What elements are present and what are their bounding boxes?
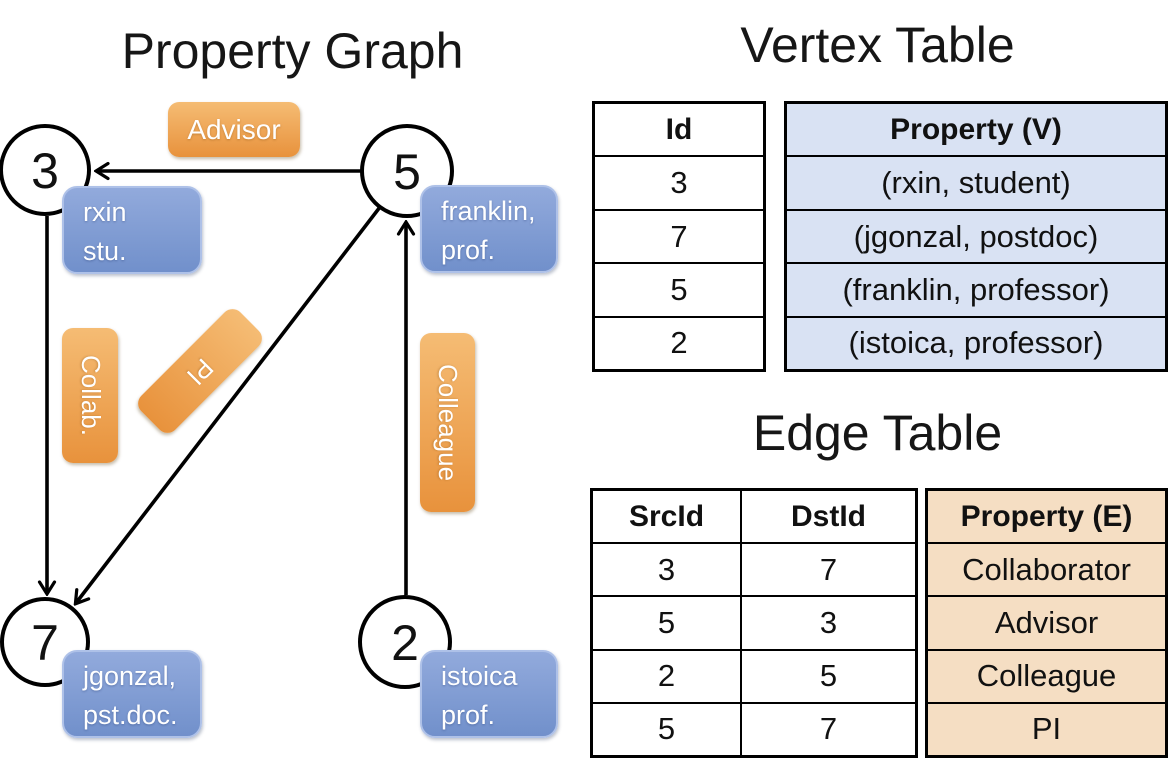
vertex-table-id-cell: 5: [595, 262, 763, 315]
edge-label-collab: Collab.: [62, 328, 118, 463]
vertex-table-title: Vertex Table: [740, 17, 1015, 73]
vertex-box-istoica-line1: istoica: [441, 661, 518, 691]
edge-table-dst-cell: 3: [742, 595, 915, 648]
edge-label-collab-text: Collab.: [75, 355, 106, 436]
edge-5-to-7-pi: [76, 205, 382, 603]
vertex-table-id-column: Id 3 7 5 2: [592, 101, 766, 372]
edge-table-src-cell: 2: [593, 648, 740, 702]
edge-table-property-cell: PI: [928, 701, 1165, 755]
vertex-box-franklin-line1: franklin,: [441, 196, 536, 226]
edge-table-property-cell: Collaborator: [928, 542, 1165, 595]
node-id-3: 3: [31, 143, 59, 199]
edge-table-dst-header: DstId: [791, 499, 866, 533]
edge-table-dst-column: DstId 7 3 5 7: [740, 491, 915, 755]
edge-label-advisor-text: Advisor: [187, 113, 281, 145]
node-id-5: 5: [393, 144, 421, 200]
vertex-table-property-cell: (jgonzal, postdoc): [787, 208, 1165, 262]
edge-table-dst-cell: 7: [742, 701, 915, 755]
vertex-box-franklin: franklin, prof.: [420, 185, 558, 273]
edge-label-colleague: Colleague: [420, 333, 475, 512]
vertex-table-property-column: Property (V) (rxin, student) (jgonzal, p…: [784, 101, 1168, 372]
edge-label-pi-text: PI: [181, 352, 220, 391]
vertex-table-id-cell: 2: [595, 315, 763, 369]
edge-table-title: Edge Table: [752, 405, 1003, 461]
edge-table-src-header: SrcId: [628, 499, 705, 533]
vertex-table-id-header: Id: [665, 112, 693, 146]
edge-table-src-cell: 5: [593, 595, 740, 648]
vertex-box-istoica-line2: prof.: [441, 700, 496, 730]
vertex-table-property-header: Property (V): [890, 112, 1062, 146]
node-id-2: 2: [391, 615, 419, 671]
vertex-box-jgonzal: jgonzal, pst.doc.: [62, 650, 202, 738]
edge-table-src-column: SrcId 3 5 2 5: [593, 491, 740, 755]
vertex-box-rxin-line1: rxin: [83, 197, 127, 227]
edge-table-dst-cell: 5: [742, 648, 915, 702]
edge-label-advisor: Advisor: [168, 102, 300, 157]
vertex-box-istoica: istoica prof.: [420, 650, 558, 738]
node-id-7: 7: [31, 615, 59, 671]
vertex-box-rxin: rxin stu.: [62, 186, 202, 274]
vertex-table-property-cell: (rxin, student): [787, 155, 1165, 208]
edge-table-property-header: Property (E): [960, 499, 1133, 533]
edge-table-property-column: Property (E) Collaborator Advisor Collea…: [925, 488, 1168, 758]
edge-table-property-cell: Advisor: [928, 595, 1165, 648]
vertex-table-property-cell: (istoica, professor): [787, 315, 1165, 369]
vertex-box-franklin-line2: prof.: [441, 235, 496, 265]
edge-table-dst-cell: 7: [742, 542, 915, 595]
vertex-table-property-cell: (franklin, professor): [787, 262, 1165, 315]
edge-table-src-cell: 5: [593, 701, 740, 755]
graph-title: Property Graph: [121, 23, 464, 79]
edge-label-colleague-text: Colleague: [433, 363, 463, 482]
edge-table-property-cell: Colleague: [928, 648, 1165, 702]
edge-table-id-columns: SrcId 3 5 2 5 DstId 7 3 5 7: [590, 488, 918, 758]
vertex-table-id-cell: 7: [595, 208, 763, 262]
vertex-table-id-cell: 3: [595, 155, 763, 208]
vertex-box-jgonzal-line1: jgonzal,: [83, 661, 177, 691]
vertex-box-rxin-line2: stu.: [83, 236, 127, 266]
edge-table-src-cell: 3: [593, 542, 740, 595]
vertex-box-jgonzal-line2: pst.doc.: [83, 700, 178, 730]
